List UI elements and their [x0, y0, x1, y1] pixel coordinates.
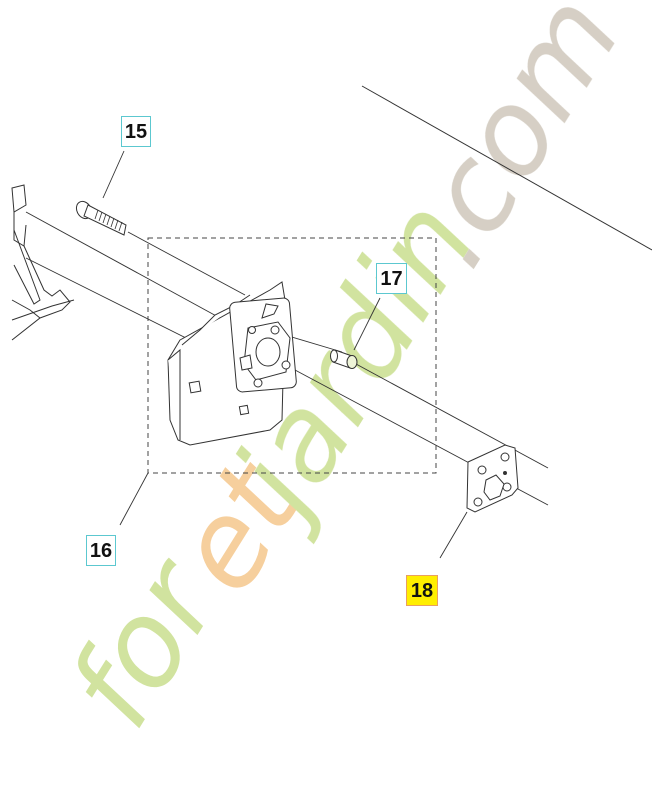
- adapter-assembly-part-16: [167, 281, 297, 446]
- leader-line-17: [353, 297, 381, 351]
- leader-line-16: [119, 472, 149, 526]
- callout-17[interactable]: 17: [376, 263, 407, 294]
- leader-line-15: [102, 150, 125, 199]
- screw-part-15: [75, 200, 127, 236]
- gasket-part-18: [466, 444, 519, 513]
- callout-16[interactable]: 16: [86, 535, 116, 566]
- leader-line-18: [439, 511, 468, 559]
- engine-housing-partial: [11, 184, 75, 341]
- assembly-group-box-16: [147, 237, 437, 474]
- watermark: for et jardin .com: [42, 0, 647, 750]
- frame-line: [361, 85, 652, 251]
- leader-lines: [102, 150, 468, 559]
- callout-15[interactable]: 15: [121, 116, 151, 147]
- callout-18-highlighted[interactable]: 18: [406, 575, 438, 606]
- sleeve-part-17: [330, 349, 358, 369]
